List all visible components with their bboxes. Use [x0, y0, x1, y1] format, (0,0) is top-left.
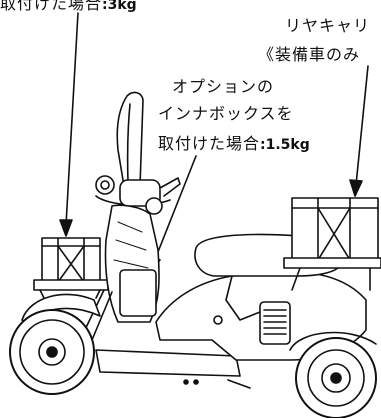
- handlebar-assembly: [95, 175, 181, 215]
- rear-carrier-callout-line2: 《装備車のみ: [258, 45, 361, 64]
- leader-rear-carrier-arrow: [349, 179, 363, 197]
- leader-rear-carrier: [355, 65, 369, 186]
- floorboard: [95, 349, 241, 377]
- front-wheel: [9, 309, 95, 395]
- inner-box-callout-line1: オプションの: [172, 77, 275, 96]
- leader-front-basket: [65, 12, 79, 226]
- inner-box-callout-line3: 取付けた場合:1.5kg: [158, 134, 310, 155]
- rear-wheel: [295, 337, 377, 418]
- front-basket-callout-text: 取付けた場合: [0, 0, 103, 13]
- rear-fender: [289, 331, 377, 351]
- rear-carrier: [283, 197, 381, 291]
- inner-box-callout-line2: インナボックスを: [158, 104, 294, 123]
- rear-carrier-callout-line1: リヤキャリ: [285, 16, 371, 35]
- front-basket-callout: 取付けた場合:3kg: [0, 0, 137, 15]
- leader-inner-box: [153, 155, 197, 263]
- leader-front-basket-arrow: [59, 219, 73, 237]
- front-basket: [33, 237, 109, 299]
- inner-box: [119, 269, 157, 317]
- front-basket-callout-weight: :3kg: [102, 0, 137, 13]
- inner-box-callout-text: 取付けた場合: [158, 134, 261, 153]
- engine: [259, 301, 291, 345]
- inner-box-callout-weight: :1.5kg: [260, 137, 310, 153]
